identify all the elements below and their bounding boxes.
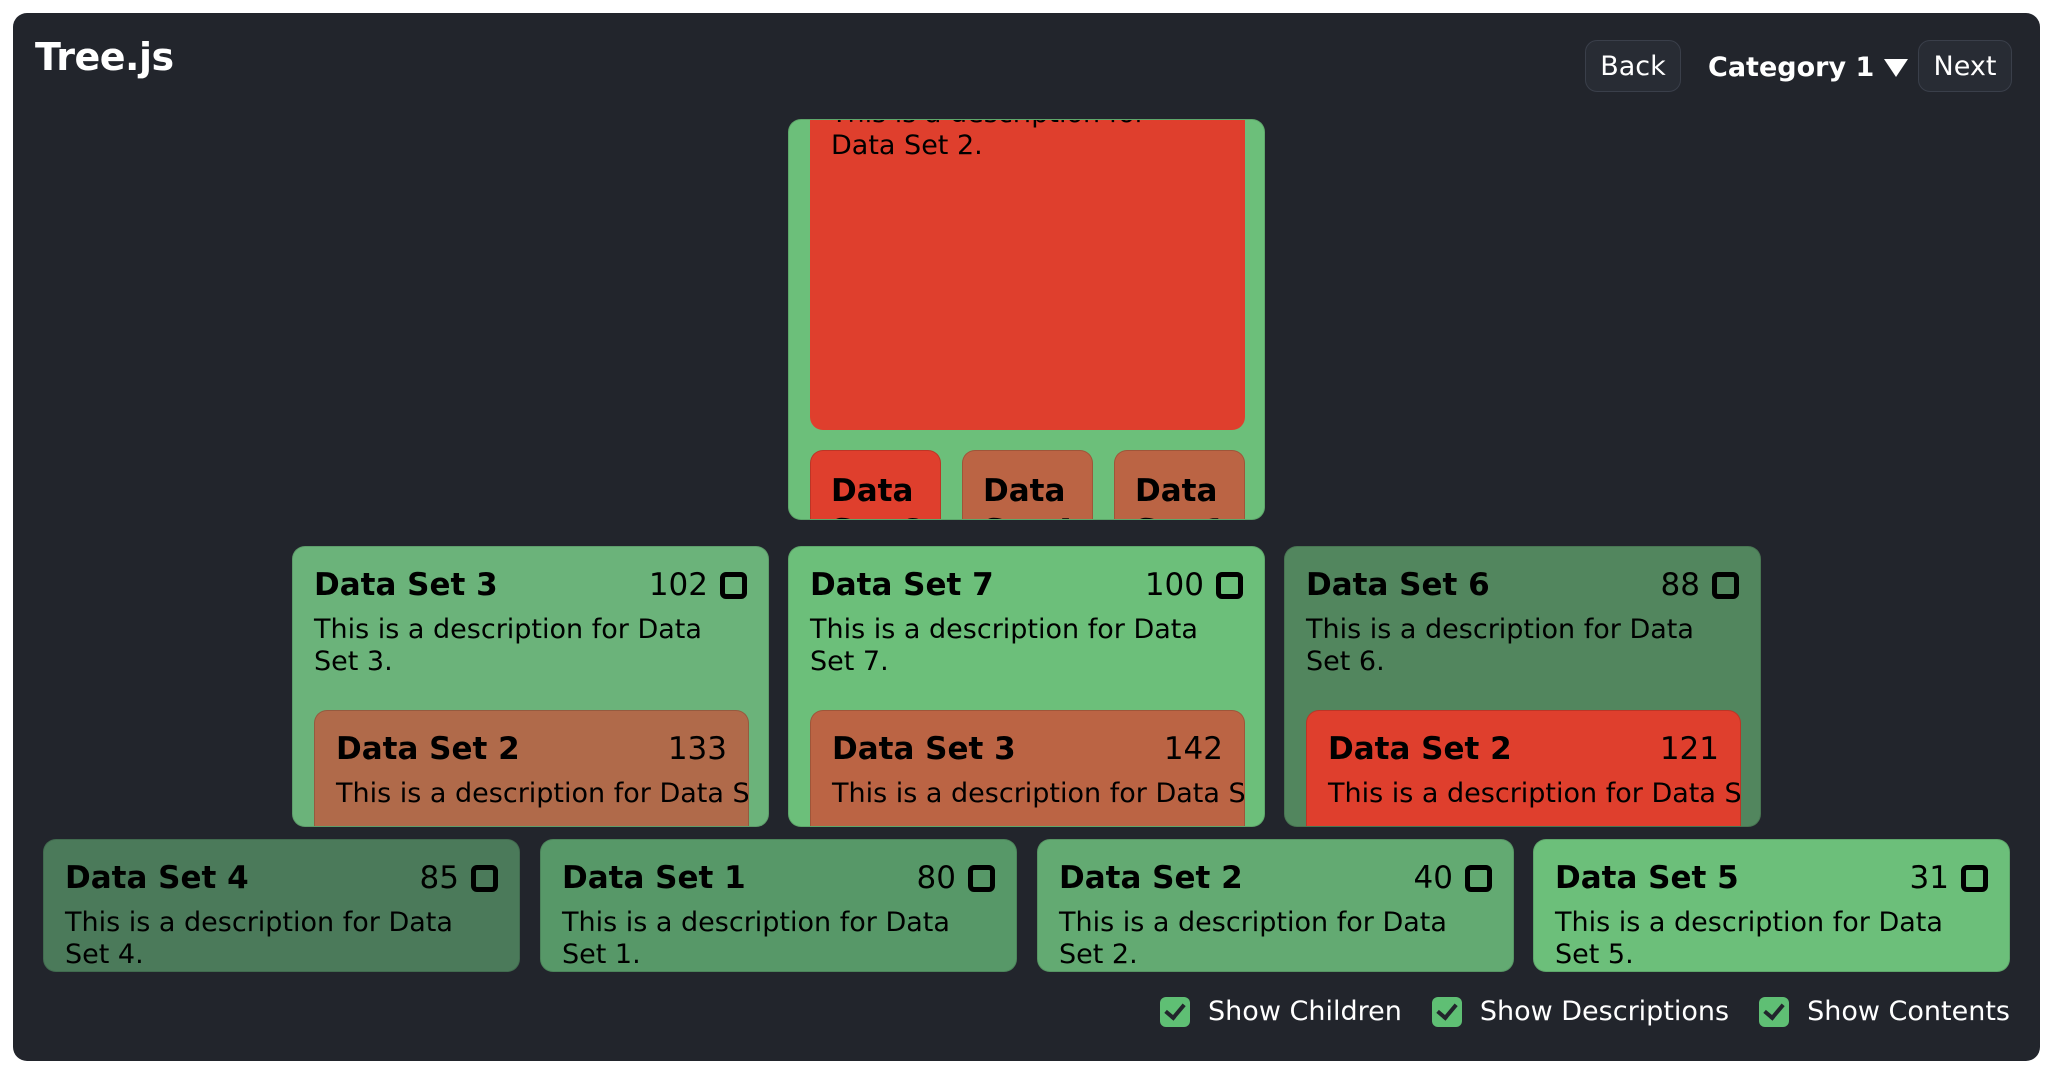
back-button[interactable]: Back xyxy=(1585,40,1681,92)
child-node-name: Data Set 2 xyxy=(336,731,520,767)
node-value: 40 xyxy=(1413,860,1453,896)
top-child-card[interactable]: Data Set 6 xyxy=(810,450,941,519)
node-description: This is a description for Data Set 4. xyxy=(65,907,453,970)
node-description: This is a description for Data Set 2. xyxy=(1059,907,1447,970)
top-child-label: Data Set 4 xyxy=(983,473,1074,519)
checkbox-checked-icon[interactable] xyxy=(1160,996,1191,1027)
node-description: This is a description for Data Set 7. xyxy=(810,614,1198,677)
node-value-wrap: 40 xyxy=(1414,860,1492,896)
square-icon xyxy=(1216,571,1243,599)
toggle-label: Show Children xyxy=(1208,996,1402,1027)
node-name: Data Set 3 xyxy=(314,567,498,603)
node-value: 88 xyxy=(1660,567,1700,603)
top-child-label: Data Set 1 xyxy=(1135,473,1226,519)
node-name: Data Set 1 xyxy=(562,860,746,896)
top-child-card[interactable]: Data Set 4 xyxy=(962,450,1093,519)
checkbox-checked-icon[interactable] xyxy=(1431,996,1462,1027)
toggle-label: Show Descriptions xyxy=(1479,996,1730,1027)
node-value-wrap: 100 xyxy=(1145,567,1243,603)
child-node-value: 142 xyxy=(1163,731,1223,767)
square-icon xyxy=(471,864,498,892)
bottom-node-card[interactable]: Data Set 1 80 This is a description for … xyxy=(540,839,1017,972)
node-value: 80 xyxy=(916,860,956,896)
node-name: Data Set 4 xyxy=(65,860,249,896)
node-description: This is a description for Data Set 1. xyxy=(562,907,950,970)
app-window: Tree.js Back Category 1 Next This is a d… xyxy=(13,13,2040,1061)
middle-node-card[interactable]: Data Set 3 102 This is a description for… xyxy=(292,546,769,827)
child-node-card[interactable]: Data Set 2 133 This is a description for… xyxy=(314,710,749,826)
middle-node-card[interactable]: Data Set 7 100 This is a description for… xyxy=(788,546,1265,827)
square-icon xyxy=(1465,864,1492,892)
top-node-description: This is a description for Data Set 2. xyxy=(831,120,1146,161)
category-label: Category 1 xyxy=(1708,51,1875,83)
node-value-wrap: 80 xyxy=(917,860,995,896)
node-value: 102 xyxy=(648,567,708,603)
child-node-card[interactable]: Data Set 3 142 This is a description for… xyxy=(810,710,1245,826)
child-node-card[interactable]: Data Set 2 121 This is a description for… xyxy=(1306,710,1741,826)
top-node-content: This is a description for Data Set 2. xyxy=(810,120,1245,430)
bottom-node-card[interactable]: Data Set 4 85 This is a description for … xyxy=(43,839,520,972)
square-icon xyxy=(1712,571,1739,599)
node-description: This is a description for Data Set 6. xyxy=(1306,614,1694,677)
node-value: 85 xyxy=(419,860,459,896)
node-name: Data Set 7 xyxy=(810,567,994,603)
show-descriptions-toggle[interactable]: Show Descriptions xyxy=(1431,996,1730,1027)
top-child-label: Data Set 6 xyxy=(831,473,922,519)
node-value-wrap: 85 xyxy=(420,860,498,896)
show-contents-toggle[interactable]: Show Contents xyxy=(1759,996,2010,1027)
node-description: This is a description for Data Set 3. xyxy=(314,614,702,677)
child-node-value: 133 xyxy=(667,731,727,767)
node-name: Data Set 5 xyxy=(1555,860,1739,896)
toggle-label: Show Contents xyxy=(1807,996,2010,1027)
app-title: Tree.js xyxy=(35,35,174,79)
child-node-name: Data Set 2 xyxy=(1328,731,1512,767)
child-node-value: 121 xyxy=(1659,731,1719,767)
display-toggles: Show Children Show Descriptions Show Con… xyxy=(1160,996,2010,1027)
square-icon xyxy=(968,864,995,892)
middle-node-card[interactable]: Data Set 6 88 This is a description for … xyxy=(1284,546,1761,827)
node-value-wrap: 88 xyxy=(1661,567,1739,603)
show-children-toggle[interactable]: Show Children xyxy=(1160,996,1402,1027)
node-value: 31 xyxy=(1909,860,1949,896)
chevron-down-icon xyxy=(1884,59,1909,77)
bottom-node-card[interactable]: Data Set 5 31 This is a description for … xyxy=(1533,839,2010,972)
child-node-description: This is a description for Data Set 2. xyxy=(336,778,749,809)
checkbox-checked-icon[interactable] xyxy=(1759,996,1790,1027)
top-child-card[interactable]: Data Set 1 xyxy=(1114,450,1245,519)
square-icon xyxy=(1961,864,1988,892)
node-name: Data Set 6 xyxy=(1306,567,1490,603)
child-node-description: This is a description for Data Set 2. xyxy=(1328,778,1741,809)
top-node-card[interactable]: This is a description for Data Set 2. Da… xyxy=(788,119,1265,520)
node-value: 100 xyxy=(1144,567,1204,603)
node-name: Data Set 2 xyxy=(1059,860,1243,896)
bottom-node-card[interactable]: Data Set 2 40 This is a description for … xyxy=(1037,839,1514,972)
square-icon xyxy=(720,571,747,599)
category-dropdown[interactable]: Category 1 xyxy=(1708,47,1909,87)
node-value-wrap: 102 xyxy=(649,567,747,603)
next-button[interactable]: Next xyxy=(1918,40,2012,92)
node-description: This is a description for Data Set 5. xyxy=(1555,907,1943,970)
child-node-description: This is a description for Data Set 3. xyxy=(832,778,1245,809)
node-value-wrap: 31 xyxy=(1910,860,1988,896)
child-node-name: Data Set 3 xyxy=(832,731,1016,767)
